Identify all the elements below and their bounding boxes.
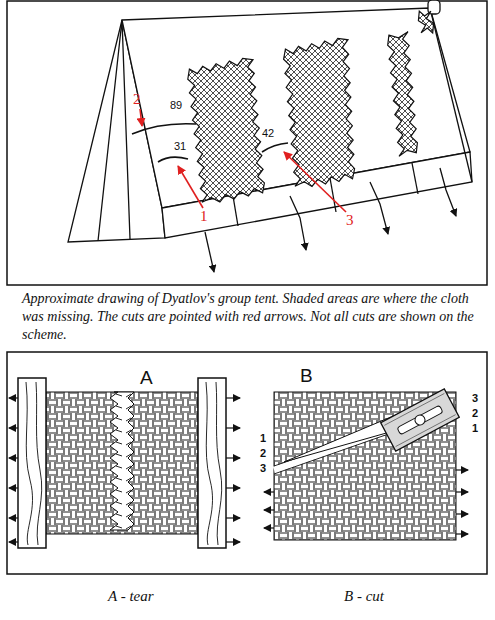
strand-number: 2 bbox=[472, 407, 478, 419]
frame bbox=[7, 352, 487, 574]
cut-length: 42 bbox=[262, 127, 274, 139]
cut-figure bbox=[264, 389, 468, 540]
tent bbox=[68, 0, 472, 272]
frayed-threads bbox=[116, 394, 131, 529]
panel-caption: B - cut bbox=[344, 588, 384, 605]
callout-number: 3 bbox=[346, 212, 354, 229]
missing-cloth bbox=[388, 32, 418, 157]
strand-number: 1 bbox=[260, 432, 266, 444]
strand-number: 1 bbox=[472, 422, 478, 434]
red-arrow bbox=[140, 109, 346, 212]
callout-number: 1 bbox=[200, 208, 208, 225]
cut-line bbox=[132, 124, 288, 162]
callout-number: 2 bbox=[133, 91, 141, 108]
panel-caption: A - tear bbox=[108, 588, 154, 605]
panel-letter: A bbox=[140, 368, 153, 389]
strand-number: 2 bbox=[260, 447, 266, 459]
figure-caption: Approximate drawing of Dyatlov's group t… bbox=[22, 290, 477, 344]
panel-letter: B bbox=[300, 366, 313, 387]
missing-cloth bbox=[284, 38, 355, 186]
tear-gap bbox=[110, 392, 134, 530]
frame bbox=[7, 1, 487, 285]
strand-number: 3 bbox=[260, 462, 266, 474]
cut-length: 31 bbox=[174, 140, 186, 152]
strand-number: 3 bbox=[472, 392, 478, 404]
missing-cloth bbox=[418, 11, 433, 33]
cut-length: 89 bbox=[170, 99, 182, 111]
tear-figure bbox=[9, 378, 240, 548]
missing-cloth bbox=[188, 58, 265, 202]
